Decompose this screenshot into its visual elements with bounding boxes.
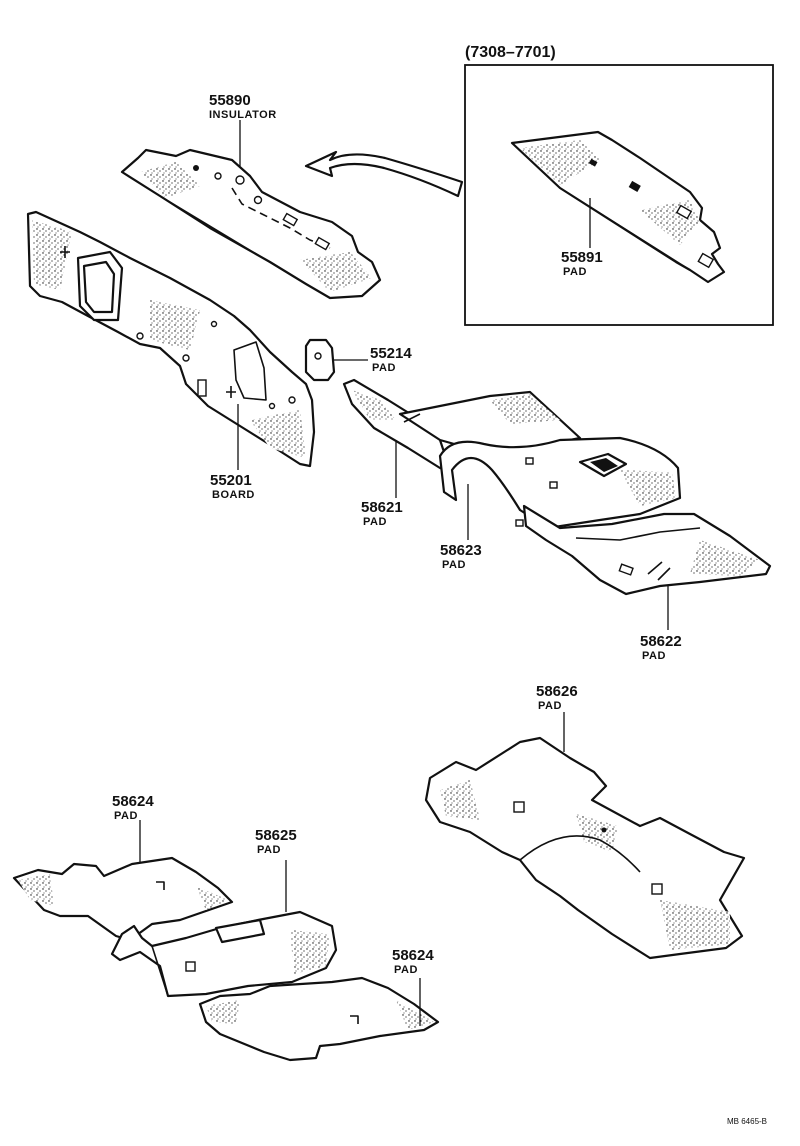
part-name-55891: PAD bbox=[563, 266, 587, 278]
drawing-code: MB 6465-B bbox=[727, 1117, 767, 1126]
pad-58625-drawing bbox=[110, 910, 338, 998]
pad-55214-drawing bbox=[304, 338, 336, 382]
part-name-58625: PAD bbox=[257, 844, 281, 856]
part-number-58623: 58623 bbox=[440, 542, 482, 559]
part-name-55201: BOARD bbox=[212, 489, 255, 501]
part-number-58622: 58622 bbox=[640, 633, 682, 650]
floor-pad-assembly-drawing bbox=[342, 378, 772, 596]
insulator-55890-drawing bbox=[120, 148, 382, 300]
part-number-55890: 55890 bbox=[209, 92, 251, 109]
variant-date-range: (7308–7701) bbox=[465, 44, 556, 61]
board-55201-drawing bbox=[26, 210, 316, 468]
variant-box: (7308–7701) 55891 PAD bbox=[464, 44, 774, 326]
part-number-55214: 55214 bbox=[370, 345, 412, 362]
part-name-58624-right: PAD bbox=[394, 964, 418, 976]
part-number-58625: 58625 bbox=[255, 827, 297, 844]
pad-58626-drawing bbox=[424, 736, 746, 960]
part-name-58623: PAD bbox=[442, 559, 466, 571]
pad-58624-right-drawing bbox=[198, 976, 440, 1062]
part-name-55890: INSULATOR bbox=[209, 109, 277, 121]
replacement-arrow bbox=[304, 150, 464, 198]
part-number-55891: 55891 bbox=[561, 249, 603, 266]
pad-58624-left-drawing bbox=[12, 856, 234, 942]
part-name-58624-left: PAD bbox=[114, 810, 138, 822]
part-number-55201: 55201 bbox=[210, 472, 252, 489]
part-number-58624-left: 58624 bbox=[112, 793, 154, 810]
part-name-58621: PAD bbox=[363, 516, 387, 528]
part-name-58622: PAD bbox=[642, 650, 666, 662]
part-number-58626: 58626 bbox=[536, 683, 578, 700]
pad-55891-drawing bbox=[510, 130, 726, 284]
part-name-58626: PAD bbox=[538, 700, 562, 712]
part-number-58624-right: 58624 bbox=[392, 947, 434, 964]
part-number-58621: 58621 bbox=[361, 499, 403, 516]
part-name-55214: PAD bbox=[372, 362, 396, 374]
